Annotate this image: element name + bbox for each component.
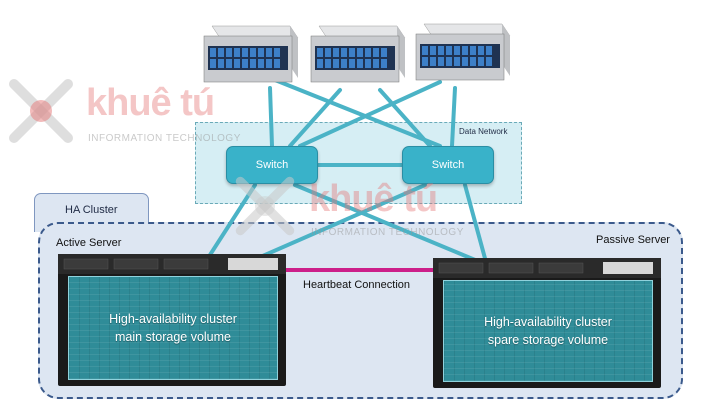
watermark-brand-center: khuê tú <box>309 178 438 220</box>
watermark-x-icon-center <box>235 176 295 236</box>
heartbeat-label: Heartbeat Connection <box>303 279 411 291</box>
link-server2-switch-left <box>288 88 342 148</box>
switch-right: Switch <box>402 146 494 184</box>
passive-volume: High-availability cluster spare storage … <box>443 280 653 382</box>
network-server-2 <box>310 25 406 83</box>
active-volume-line2: main storage volume <box>114 330 231 344</box>
watermark-tagline: INFORMATION TECHNOLOGY <box>88 133 241 144</box>
watermark-tagline-center: INFORMATION TECHNOLOGY <box>311 227 464 238</box>
switch-left-label: Switch <box>255 159 289 171</box>
active-volume-line1: High-availability cluster <box>109 312 237 326</box>
network-server-1 <box>203 25 299 83</box>
watermark-brand: khuê tú <box>86 82 215 124</box>
ha-cluster-label: HA Cluster <box>65 204 118 216</box>
link-server3-switch-left <box>298 80 442 148</box>
active-server-label: Active Server <box>56 237 122 249</box>
link-switch-left-active <box>206 183 257 260</box>
link-switch-right-active <box>256 183 427 260</box>
passive-volume-line1: High-availability cluster <box>484 315 612 329</box>
active-server-chassis: High-availability cluster main storage v… <box>58 254 286 386</box>
link-server3-switch-right <box>450 86 457 148</box>
switch-left: Switch <box>226 146 318 184</box>
switch-right-label: Switch <box>431 159 465 171</box>
passive-server-chassis: High-availability cluster spare storage … <box>433 258 661 388</box>
passive-server-front-panel <box>433 258 661 278</box>
active-server-front-panel <box>58 254 286 274</box>
link-switch-left-passive <box>293 183 482 264</box>
link-server1-switch-right <box>273 78 442 148</box>
link-switch-right-passive <box>463 183 488 264</box>
link-server2-switch-right <box>378 88 432 148</box>
passive-volume-line2: spare storage volume <box>487 333 609 347</box>
watermark-x-icon <box>9 79 73 143</box>
link-server1-switch-left <box>268 86 274 148</box>
network-server-3 <box>415 23 511 81</box>
data-network-label: Data Network <box>459 127 508 136</box>
passive-server-label: Passive Server <box>596 234 670 246</box>
active-volume: High-availability cluster main storage v… <box>68 276 278 380</box>
